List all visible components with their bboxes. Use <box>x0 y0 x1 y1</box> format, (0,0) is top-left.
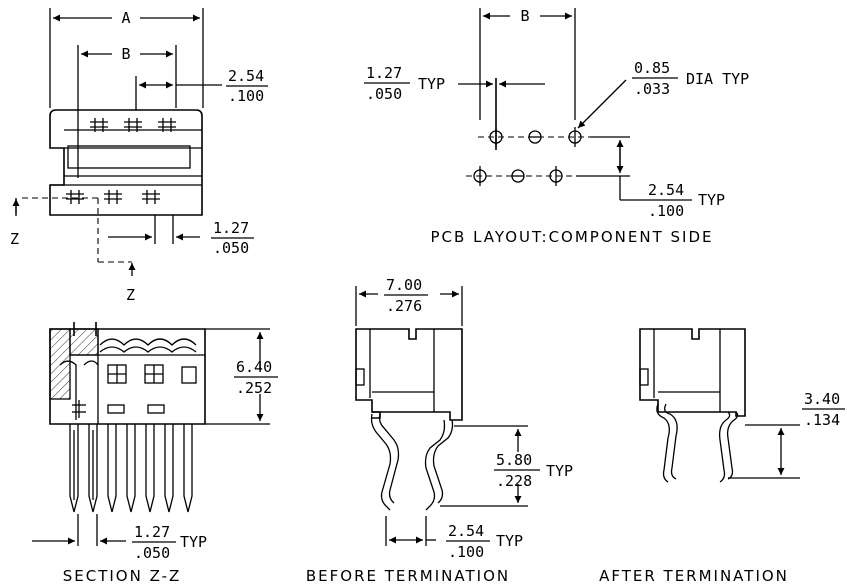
after-caption: AFTER TERMINATION <box>599 567 789 585</box>
after-height-bottom: .134 <box>804 411 840 429</box>
pcb-hole <box>489 127 503 147</box>
before-lead-suffix: TYP <box>546 462 573 480</box>
before-pitch-top: 2.54 <box>448 522 484 540</box>
pcb-pitch-top: 1.27 <box>366 64 402 82</box>
before-lead-bottom: .228 <box>496 472 532 490</box>
pcb-row-top: 2.54 <box>648 181 684 199</box>
section-caption: SECTION Z-Z <box>63 567 182 585</box>
pcb-layout-view: B 1.27 .050 TYP 0.85 .033 DIA TYP 2.54 .… <box>364 7 749 246</box>
after-height-top: 3.40 <box>804 390 840 408</box>
dim-254-bottom: .100 <box>228 87 264 105</box>
section-view: 6.40 .252 1.27 .050 TYP SECTION Z-Z <box>32 322 278 585</box>
dim-254-top: 2.54 <box>228 67 264 85</box>
after-termination-view: 3.40 .134 AFTER TERMINATION <box>599 328 845 585</box>
dim-127-top: 1.27 <box>213 219 249 237</box>
section-pitch-top: 1.27 <box>134 523 170 541</box>
dim-127-bottom: .050 <box>213 239 249 257</box>
section-height-bottom: .252 <box>236 379 272 397</box>
pcb-dim-b-label: B <box>520 7 529 25</box>
pcb-pitch-bottom: .050 <box>366 85 402 103</box>
dim-a-label: A <box>121 9 130 27</box>
dim-b-label: B <box>121 45 130 63</box>
section-marker-z-bottom: Z <box>126 286 135 304</box>
pcb-row-suffix: TYP <box>698 191 725 209</box>
before-width-bottom: .276 <box>386 297 422 315</box>
pcb-hole <box>549 166 563 186</box>
pcb-pitch-suffix: TYP <box>418 75 445 93</box>
pcb-row-bottom: .100 <box>648 202 684 220</box>
pcb-dia-suffix: DIA TYP <box>686 70 749 88</box>
pcb-caption: PCB LAYOUT:COMPONENT SIDE <box>431 228 714 246</box>
before-pitch-suffix: TYP <box>496 532 523 550</box>
before-termination-view: 7.00 .276 5.80 .228 TYP 2.54 .100 TYP B <box>306 276 573 585</box>
section-pitch-bottom: .050 <box>134 544 170 562</box>
pcb-hole <box>473 166 487 186</box>
pcb-dia-top: 0.85 <box>634 59 670 77</box>
pcb-hole <box>568 127 582 147</box>
contact-row-bottom <box>66 190 160 204</box>
section-marker-z-left: Z <box>10 230 19 248</box>
section-pitch-suffix: TYP <box>180 533 207 551</box>
before-width-top: 7.00 <box>386 276 422 294</box>
before-caption: BEFORE TERMINATION <box>306 567 510 585</box>
contact-row-top <box>90 118 176 132</box>
before-pitch-bottom: .100 <box>448 543 484 561</box>
pcb-hole <box>528 130 542 144</box>
top-view: A B 2.54 .100 <box>10 8 268 304</box>
section-height-top: 6.40 <box>236 358 272 376</box>
before-lead-top: 5.80 <box>496 451 532 469</box>
pcb-dia-bottom: .033 <box>634 80 670 98</box>
section-pins <box>69 424 193 513</box>
pcb-hole <box>511 169 525 183</box>
